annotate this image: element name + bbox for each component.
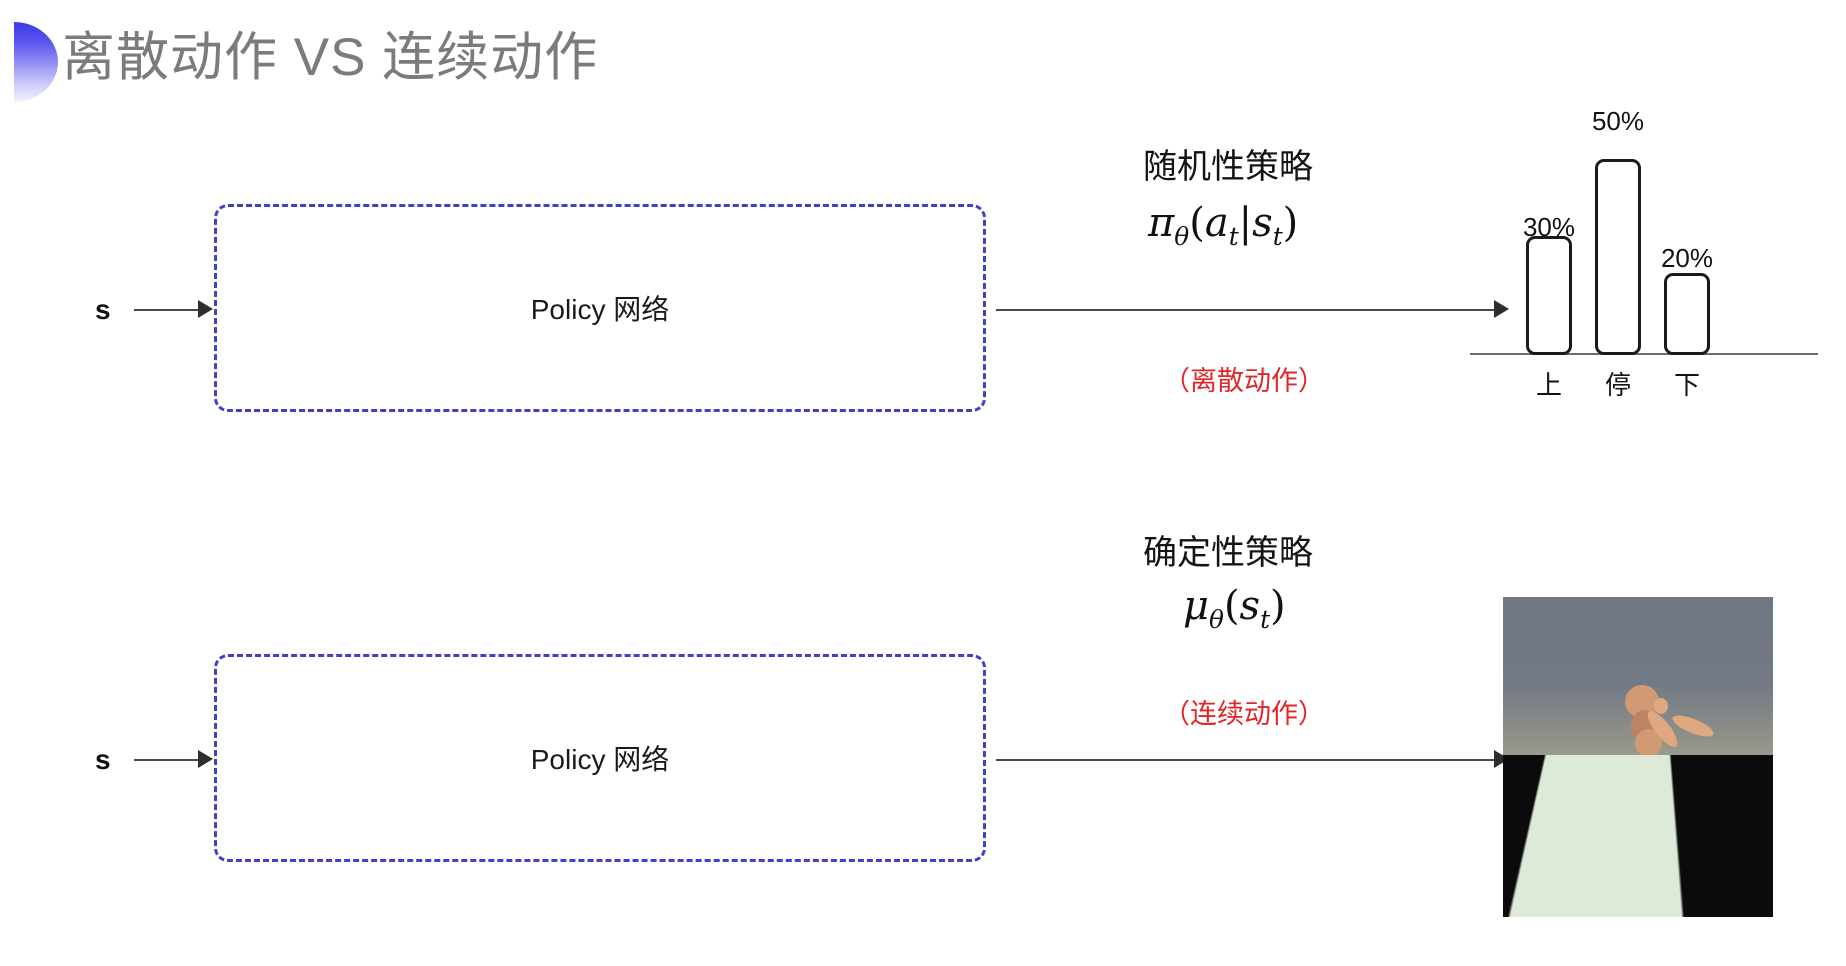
formula-base-2: μ [1183,583,1209,629]
formula-arg: a [1204,200,1229,246]
policy-kind-label-deterministic: 确定性策略 [1143,534,1313,572]
chart-baseline-axis [1470,353,1818,355]
formula-arg-2: s [1239,583,1261,629]
action-probability-bar-chart: 30% 50% 20% 上 停 下 [1470,96,1818,418]
formula-base: π [1148,200,1175,246]
bar-value-down: 20% [1660,243,1714,273]
formula-arg2: s [1252,200,1273,246]
state-input-label-bottom: s [95,744,111,775]
formula-base-subscript: θ [1174,222,1190,251]
policy-network-box-top[interactable]: Policy 网络 [214,204,986,412]
policy-network-label-top: Policy 网络 [530,294,670,325]
formula-open-paren: ( [1189,200,1205,246]
formula-arg2-subscript: t [1272,222,1283,251]
humanoid-hand [1654,698,1668,714]
policy-kind-label-stochastic: 随机性策略 [1143,148,1313,186]
input-arrow-line-top [134,309,206,311]
bar-down [1664,273,1710,355]
input-arrow-head-top [198,300,213,318]
title-accent-shape [14,22,58,102]
state-input-label-top: s [95,294,111,325]
bar-up [1526,236,1572,355]
formula-open-paren-2: ( [1223,583,1240,629]
formula-conditional-bar: | [1238,200,1253,246]
formula-base-subscript-2: θ [1209,605,1224,634]
output-arrow-head-top [1494,300,1509,318]
bar-category-stop: 停 [1604,370,1631,400]
bar-value-up: 30% [1522,212,1576,242]
formula-close-paren-2: ) [1270,583,1286,629]
action-type-note-continuous: （连续动作） [1163,699,1325,729]
humanoid-simulation-image [1503,597,1773,917]
action-type-note-discrete: （离散动作） [1163,366,1325,396]
policy-network-label-bottom: Policy 网络 [530,744,670,775]
bar-category-up: 上 [1535,370,1562,400]
humanoid-foot [1603,837,1625,855]
bar-value-stop: 50% [1591,106,1645,136]
input-arrow-line-bottom [134,759,206,761]
output-arrow-line-top [996,309,1504,311]
bar-stop [1595,159,1641,355]
policy-formula-deterministic: μθ(st) [1183,583,1286,634]
policy-network-box-bottom[interactable]: Policy 网络 [214,654,986,862]
policy-formula-stochastic: πθ(at|st) [1148,200,1298,251]
sim-floor-horizon-haze [1503,755,1773,789]
page-title: 离散动作 VS 连续动作 [62,28,599,87]
sim-floor [1503,755,1773,917]
formula-arg-subscript: t [1228,222,1239,251]
input-arrow-head-bottom [198,750,213,768]
bar-category-down: 下 [1673,370,1700,400]
output-arrow-line-bottom [996,759,1504,761]
formula-arg-subscript-2: t [1260,605,1271,634]
formula-close-paren: ) [1282,200,1299,246]
